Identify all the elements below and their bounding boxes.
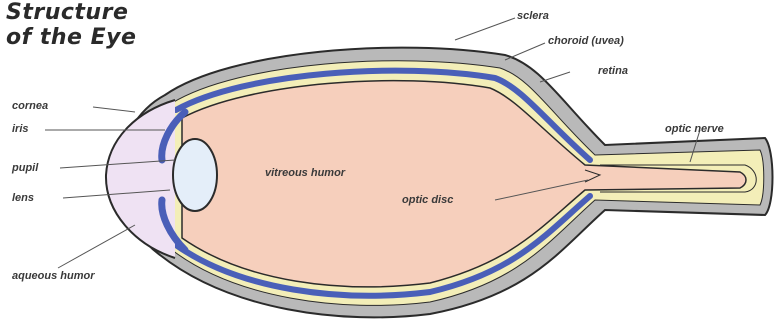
lens-shape <box>173 139 217 211</box>
label-sclera: sclera <box>517 10 549 22</box>
label-lens: lens <box>12 192 34 204</box>
label-aqueous-humor: aqueous humor <box>12 270 95 282</box>
label-cornea: cornea <box>12 100 48 112</box>
cornea-shape <box>106 100 175 258</box>
label-retina: retina <box>598 65 628 77</box>
vitreous-humor-body <box>182 81 746 287</box>
label-iris: iris <box>12 123 29 135</box>
label-optic-disc: optic disc <box>402 194 453 206</box>
label-vitreous-humor: vitreous humor <box>265 167 345 179</box>
label-pupil: pupil <box>12 162 38 174</box>
label-optic-nerve: optic nerve <box>665 123 724 135</box>
label-choroid: choroid (uvea) <box>548 35 624 47</box>
